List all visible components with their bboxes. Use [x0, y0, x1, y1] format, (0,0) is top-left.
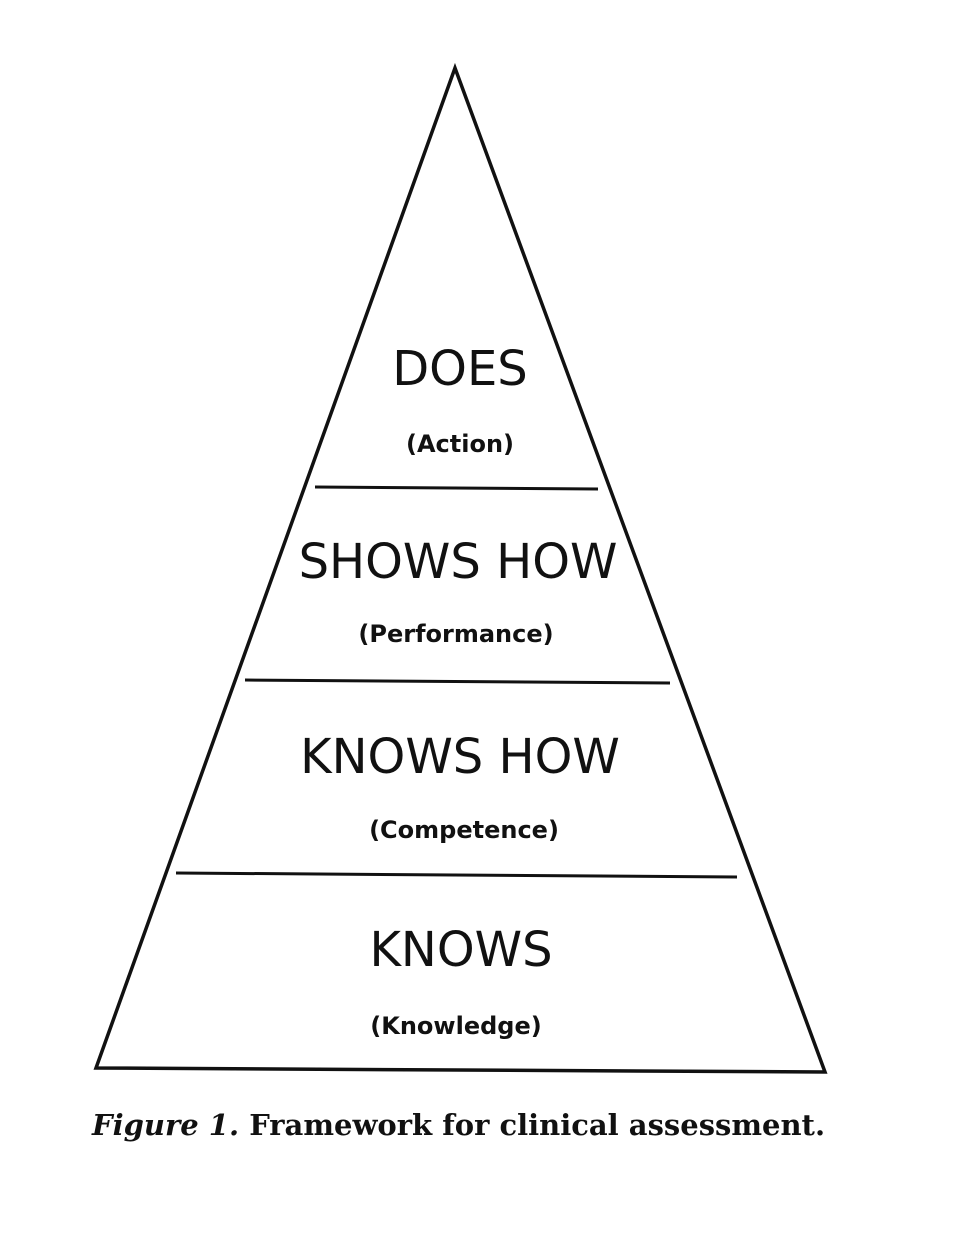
pyramid-outline [93, 62, 828, 1074]
tier-title-knows-how: KNOWS HOW [300, 729, 620, 785]
tier-subtitle-performance: (Performance) [358, 620, 553, 648]
figure-caption: Figure 1. Framework for clinical assessm… [92, 1108, 892, 1142]
tier-subtitle-knowledge: (Knowledge) [370, 1012, 541, 1040]
tier-subtitle-competence: (Competence) [369, 816, 559, 844]
tier-title-does: DOES [392, 341, 528, 397]
figure-caption-text: Framework for clinical assessment. [249, 1108, 826, 1142]
divider-line-3 [175, 871, 738, 879]
divider-line-1 [314, 485, 599, 491]
tier-subtitle-action: (Action) [406, 430, 514, 458]
tier-title-shows-how: SHOWS HOW [299, 534, 618, 590]
figure-caption-lead: Figure 1. [92, 1108, 240, 1142]
divider-line-2 [244, 678, 671, 685]
tier-title-knows: KNOWS [369, 922, 552, 978]
